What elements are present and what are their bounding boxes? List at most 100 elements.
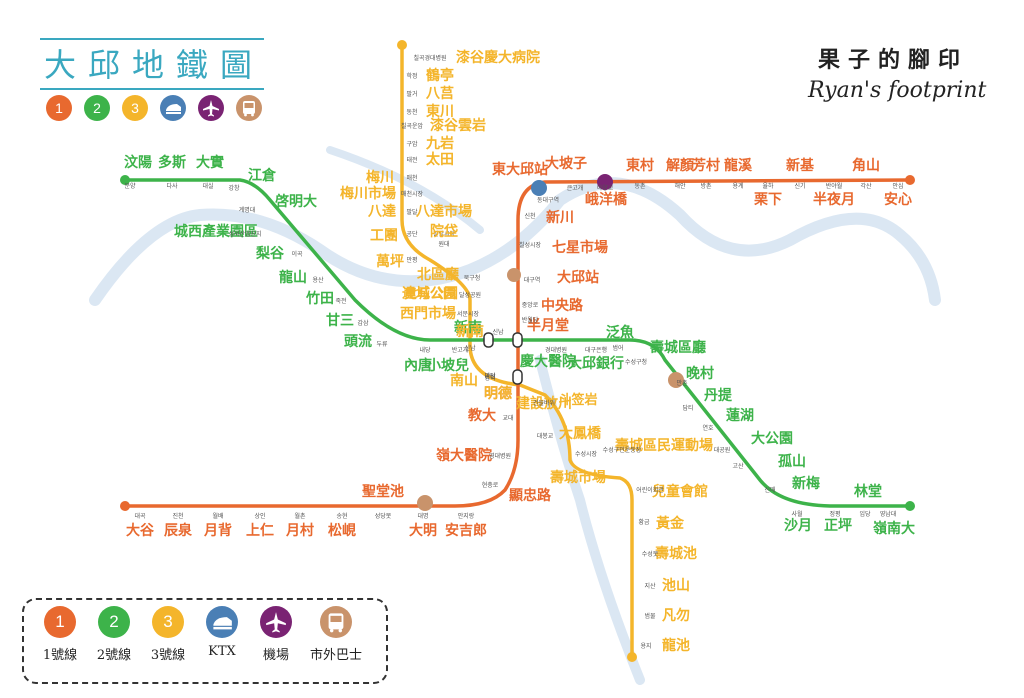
line1-station-1: 辰泉 <box>164 522 193 539</box>
line2-station-12: 小坡兒 <box>427 357 469 374</box>
line2-station-kr-4: 계명대 <box>239 206 256 214</box>
line2-station-18: 晚村 <box>686 365 714 382</box>
line1-station-labels: 大谷대곡辰泉진천月背월배上仁상인月村월촌松峴송현聖堂池성당못大明대명安吉郎안지랑… <box>126 155 912 539</box>
line3-station-4: 漆谷雲岩 <box>430 117 486 134</box>
line3-station-kr-21: 대봉교 <box>537 432 554 440</box>
line2-station-14: 慶大醫院 <box>520 353 576 370</box>
line1-station-28: 角山 <box>852 157 880 174</box>
line3-station-kr-6: 태전 <box>406 156 417 164</box>
line2-station-kr-8: 죽전 <box>335 297 346 305</box>
line2-station-kr-6: 이곡 <box>291 250 303 258</box>
line3-station-kr-27: 지산 <box>644 582 656 590</box>
train-icon <box>160 95 186 121</box>
river-branch <box>535 355 645 685</box>
brand-signature: Ryan's footprint <box>808 78 987 103</box>
line1-station-24: 龍溪 <box>724 157 753 174</box>
legend-line2-label: 2號線 <box>96 648 132 663</box>
legend-ktx-label: KTX <box>208 644 236 659</box>
line1-terminal-east <box>905 175 915 185</box>
transfer-myeongdeok <box>512 369 523 385</box>
line2-station-kr-7: 용산 <box>312 276 324 284</box>
line2-terminal-west <box>120 175 130 185</box>
line1-station-kr-18: 동대구역 <box>537 196 559 204</box>
line1-station-kr-1: 진천 <box>172 512 183 520</box>
line3-station-19: 明德 <box>484 385 512 402</box>
line3-station-kr-7: 매천 <box>406 174 417 182</box>
line1-station-16: 七星市場 <box>552 239 608 256</box>
line1-station-21: 東村 <box>626 157 654 174</box>
title-frame <box>40 38 264 90</box>
line1-station-kr-8: 안지랑 <box>458 512 475 520</box>
line1-station-26: 新基 <box>786 157 815 174</box>
line2-station-7: 龍山 <box>279 269 307 286</box>
line3-station-labels: 漆谷慶大病院칠곡경대병원鶴亭학정八莒팔거東川동천漆谷雲岩칠곡운암九岩구암太田태전… <box>340 49 713 654</box>
train-icon <box>206 606 238 638</box>
line3-station-21: 大鳳橋 <box>559 425 602 442</box>
legend-bus: 市外巴士 <box>306 606 366 663</box>
line1-station-12: 明德 <box>484 385 512 402</box>
line3-station-11: 萬坪 <box>376 253 404 270</box>
line3-station-14: 北區廳 <box>417 266 459 283</box>
line3-station-kr-25: 황금 <box>638 518 650 526</box>
line2-station-kr-23: 신매 <box>764 486 775 494</box>
line3-station-kr-3: 동천 <box>406 108 417 116</box>
line1-station-kr-2: 월배 <box>212 512 223 520</box>
line3-badge-icon: 3 <box>122 95 148 121</box>
line1-station-kr-27: 반야월 <box>826 182 843 190</box>
river-branch-west <box>326 146 484 234</box>
plane-icon <box>260 606 292 638</box>
line2-station-kr-24: 사월 <box>791 510 802 518</box>
line2-station-kr-5: 성서산업단지 <box>228 230 261 238</box>
line2-station-kr-2: 대실 <box>202 182 213 190</box>
line3-station-12: 八達市場 <box>415 203 472 220</box>
line1-station-kr-25: 율하 <box>762 182 774 190</box>
line3-station-3: 東川 <box>426 103 454 120</box>
line3-station-kr-24: 어린이회관 <box>636 486 664 494</box>
line2-badge-icon: 2 <box>84 95 110 121</box>
line2-station-10: 頭流 <box>344 333 372 350</box>
line3-badge-icon: 3 <box>152 606 184 638</box>
legend-airport-label: 機場 <box>262 648 289 663</box>
line2-station-17: 壽城區廳 <box>650 339 706 356</box>
line3-station-28: 凡勿 <box>662 607 690 624</box>
line1-station-kr-10: 영대병원 <box>489 452 511 460</box>
line3-station-kr-22: 수성시장 <box>575 450 598 458</box>
brand-name: 果子的腳印 <box>818 48 969 73</box>
line3-station-kr-20: 건들바위 <box>533 399 555 407</box>
line3-track <box>400 45 634 655</box>
ktx-daegu-icon <box>507 268 521 282</box>
line3-station-9: 八達 <box>367 203 396 220</box>
line1-station-17: 新川 <box>546 209 574 226</box>
line1-badge-icon: 1 <box>44 606 76 638</box>
bus-seobu-icon <box>417 495 433 511</box>
line2-station-kr-3: 강창 <box>228 184 240 192</box>
transfer-sinnam <box>483 332 494 348</box>
line3-station-25: 黃金 <box>655 515 685 532</box>
line3-station-24: 兒童會館 <box>652 483 708 500</box>
line3-terminal-south <box>627 652 637 662</box>
line2-station-kr-11: 내당 <box>419 346 431 354</box>
line3-station-kr-29: 용지 <box>640 642 651 650</box>
line3-station-kr-5: 구암 <box>406 140 418 148</box>
line3-station-1: 鶴亭 <box>426 67 454 84</box>
line1-station-15: 大邱站 <box>557 269 599 286</box>
line3-station-kr-13: 원대 <box>438 240 449 248</box>
line3-station-kr-10: 공단 <box>406 230 418 238</box>
line1-station-kr-19: 큰고개 <box>567 184 584 192</box>
line1-station-kr-4: 월촌 <box>294 512 306 520</box>
line1-station-kr-6: 성당못 <box>375 512 392 520</box>
line1-station-19: 大坡子 <box>545 155 587 172</box>
line1-station-23: 芳村 <box>692 157 720 174</box>
line1-station-6: 聖堂池 <box>362 483 404 500</box>
plane-icon <box>198 95 224 121</box>
line1-station-kr-24: 용계 <box>732 182 743 190</box>
line3-extra-0: 斗签岩 <box>558 392 597 408</box>
line1-station-3: 上仁 <box>246 522 274 539</box>
line2-station-8: 竹田 <box>305 290 334 307</box>
line2-station-11: 內唐 <box>404 357 432 374</box>
line3-station-kr-12: 팔달시장 <box>433 230 456 238</box>
line2-station-21: 大公園 <box>751 430 793 447</box>
line1-station-25: 栗下 <box>754 192 782 208</box>
line1-station-kr-26: 신기 <box>794 182 805 190</box>
